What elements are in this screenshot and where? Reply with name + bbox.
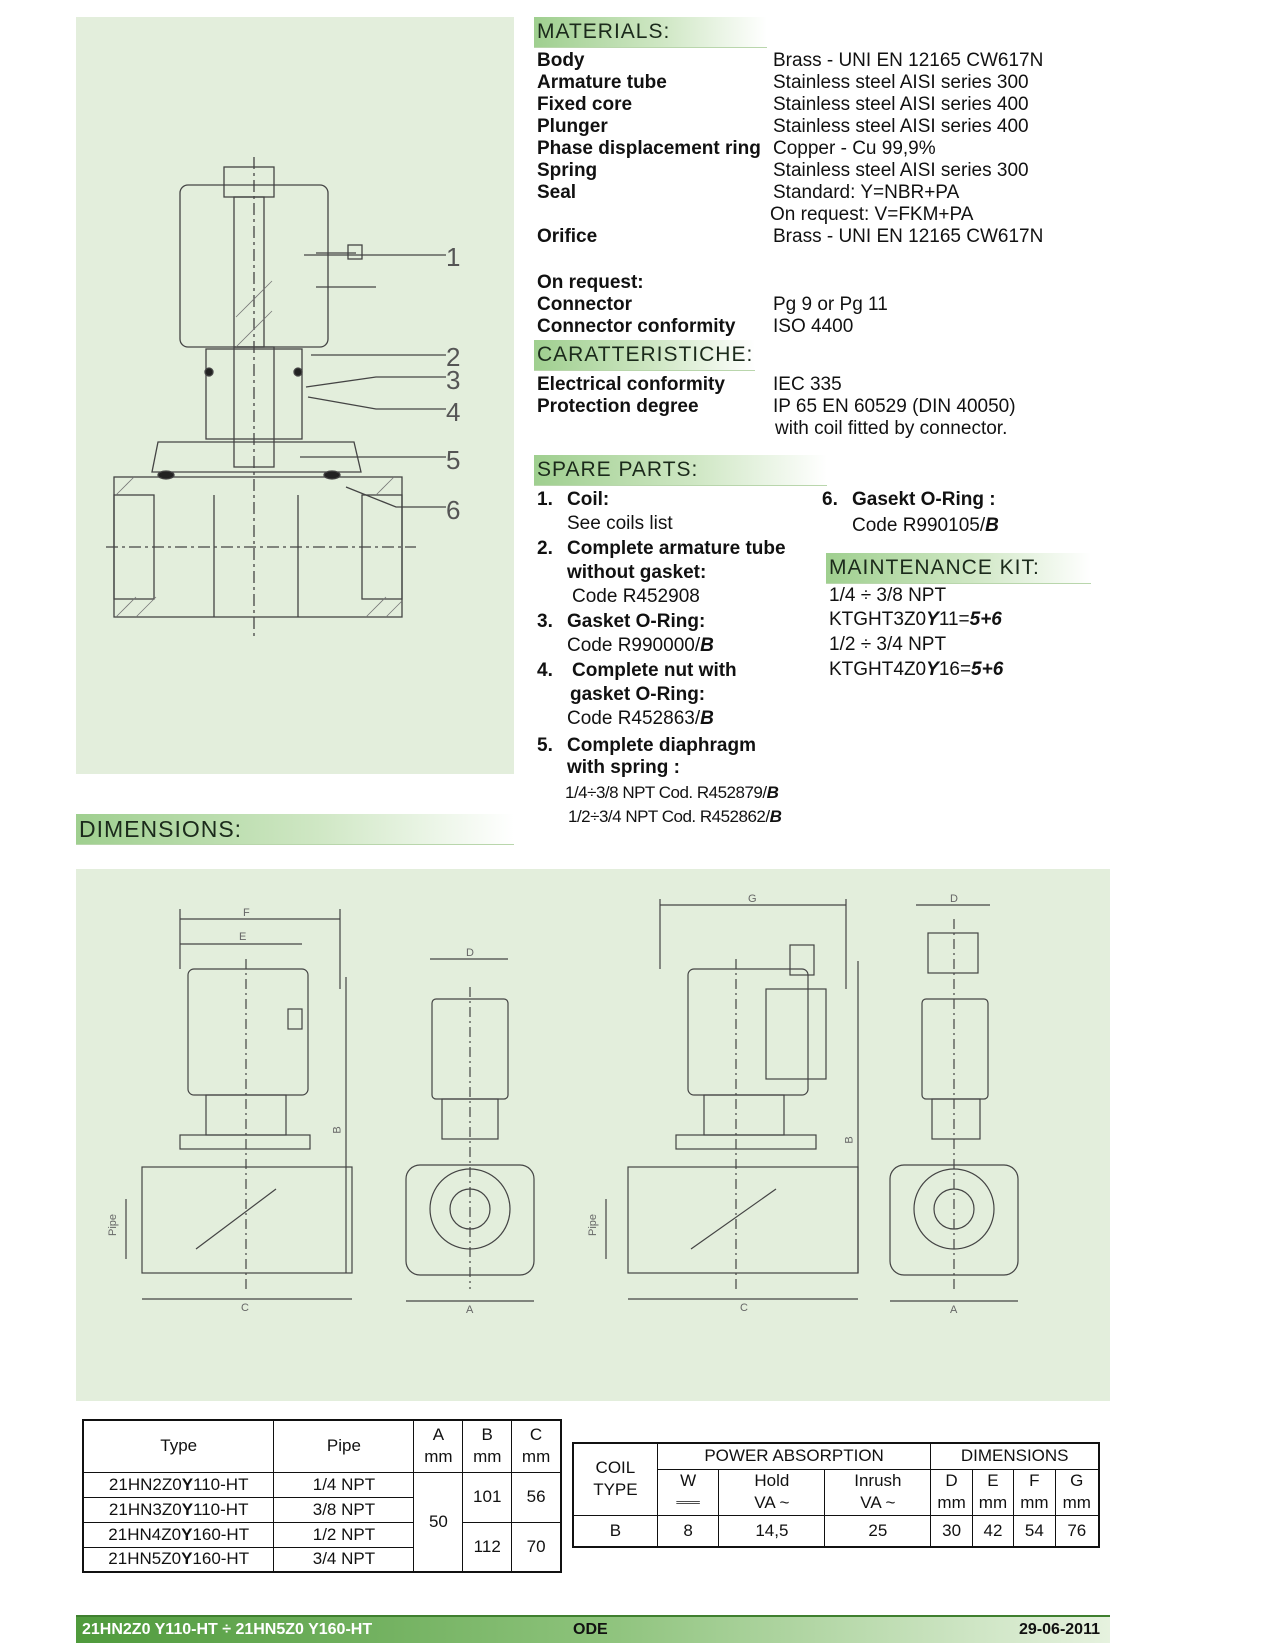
spare-title: Coil:: [567, 489, 610, 510]
kit-range: 1/2 ÷ 3/4 NPT: [829, 634, 947, 655]
dimension-drawings: [125, 899, 1019, 1302]
spare-code: Code R452863/B: [567, 708, 714, 729]
maintenance-kit-heading: MAINTENANCE KIT:: [826, 553, 1091, 584]
callout-5: 5: [446, 445, 461, 475]
cell-e: 42: [971, 1514, 1015, 1548]
spare-title: Complete armature tube: [567, 538, 786, 559]
th-w: W═══: [656, 1468, 720, 1516]
characteristics-heading: CARATTERISTICHE:: [534, 340, 755, 371]
spare-code: 1/2÷3/4 NPT Cod. R452862/B: [568, 807, 782, 826]
spare-num: 5.: [537, 735, 553, 756]
dim-label-g: G: [748, 893, 757, 905]
dim-label-e: E: [239, 931, 247, 943]
dim-label-c: C: [740, 1302, 748, 1314]
dim-label-a: A: [950, 1304, 958, 1316]
callout-2: 2: [446, 342, 461, 372]
callout-1: 1: [446, 242, 461, 272]
spare-code: Code R990105/B: [852, 515, 999, 536]
section-drawing-panel: 1 2 3 4 5 6: [76, 17, 514, 774]
spare-code: 1/4÷3/8 NPT Cod. R452879/B: [565, 783, 779, 802]
spare-code: Code R452908: [572, 586, 700, 607]
spare-num: 4.: [537, 660, 553, 681]
footer-models: 21HN2Z0 Y110-HT ÷ 21HN5Z0 Y160-HT: [82, 1621, 373, 1638]
spare-title: Complete diaphragm: [567, 735, 756, 756]
cell-d: 30: [930, 1514, 973, 1548]
cell-pipe: 1/2 NPT: [273, 1521, 415, 1548]
spare-num: 2.: [537, 538, 553, 559]
spare-title: Gasket O-Ring:: [567, 611, 706, 632]
dim-label-d: D: [466, 947, 474, 959]
dim-label-b: B: [331, 1126, 344, 1134]
cell-type: 21HN5Z0Y160-HT: [82, 1546, 275, 1573]
callout-6: 6: [446, 495, 461, 525]
spare-title: Gasekt O-Ring :: [852, 489, 996, 510]
footer-date: 29-06-2011: [1019, 1621, 1100, 1638]
valve-section-drawing: [106, 157, 446, 637]
callout-3: 3: [446, 365, 461, 395]
dim-label-a: A: [466, 1304, 474, 1316]
spare-num: 1.: [537, 489, 553, 510]
th-dimensions: DIMENSIONS: [930, 1442, 1100, 1470]
cell-g: 76: [1054, 1514, 1100, 1548]
cell-coil: B: [572, 1514, 658, 1548]
cell-pipe: 3/4 NPT: [273, 1546, 415, 1573]
cell-pipe: 1/4 NPT: [273, 1471, 415, 1498]
cell-b: 112: [462, 1521, 513, 1573]
dim-label-f: F: [243, 907, 250, 919]
cell-c: 56: [511, 1471, 562, 1523]
cell-type: 21HN2Z0Y110-HT: [82, 1471, 275, 1498]
kit-code: KTGHT3Z0Y11=5+6: [829, 609, 1002, 630]
dim-label-pipe: Pipe: [107, 1213, 120, 1237]
callout-4: 4: [446, 397, 461, 427]
dim-label-pipe: Pipe: [587, 1213, 600, 1237]
materials-heading: MATERIALS:: [534, 17, 767, 48]
dim-label-d: D: [950, 893, 958, 905]
cell-c: 70: [511, 1521, 562, 1573]
kit-code: KTGHT4Z0Y16=5+6: [829, 659, 1004, 680]
spare-code: Code R990000/B: [567, 635, 714, 656]
footer-brand: ODE: [573, 1621, 608, 1638]
cell-w: 8: [656, 1514, 720, 1548]
dimensions-drawing-panel: F E B Pipe C D A G B Pipe C D A: [76, 869, 1110, 1401]
spare-title: with spring :: [567, 757, 680, 778]
cell-inrush: 25: [824, 1514, 932, 1548]
th-type: Type: [82, 1419, 275, 1473]
cell-hold: 14,5: [718, 1514, 826, 1548]
dim-label-b: B: [843, 1136, 856, 1144]
cell-type: 21HN3Z0Y110-HT: [82, 1496, 275, 1523]
spare-num: 6.: [822, 489, 838, 510]
spare-title: gasket O-Ring:: [570, 684, 706, 705]
dimensions-heading: DIMENSIONS:: [76, 814, 514, 845]
spare-title: without gasket:: [567, 562, 707, 583]
dim-label-c: C: [241, 1302, 249, 1314]
spare-title: Complete nut with: [572, 660, 737, 681]
cell-type: 21HN4Z0Y160-HT: [82, 1521, 275, 1548]
cell-f: 54: [1013, 1514, 1056, 1548]
th-pipe: Pipe: [273, 1419, 415, 1473]
kit-range: 1/4 ÷ 3/8 NPT: [829, 585, 947, 606]
cell-a: 50: [413, 1471, 464, 1573]
spare-parts-heading: SPARE PARTS:: [534, 455, 827, 486]
spare-code: See coils list: [567, 513, 673, 534]
footer-bar: 21HN2Z0 Y110-HT ÷ 21HN5Z0 Y160-HT ODE 29…: [76, 1615, 1110, 1643]
cell-b: 101: [462, 1471, 513, 1523]
spare-num: 3.: [537, 611, 553, 632]
th-power-absorption: POWER ABSORPTION: [656, 1442, 932, 1470]
cell-pipe: 3/8 NPT: [273, 1496, 415, 1523]
